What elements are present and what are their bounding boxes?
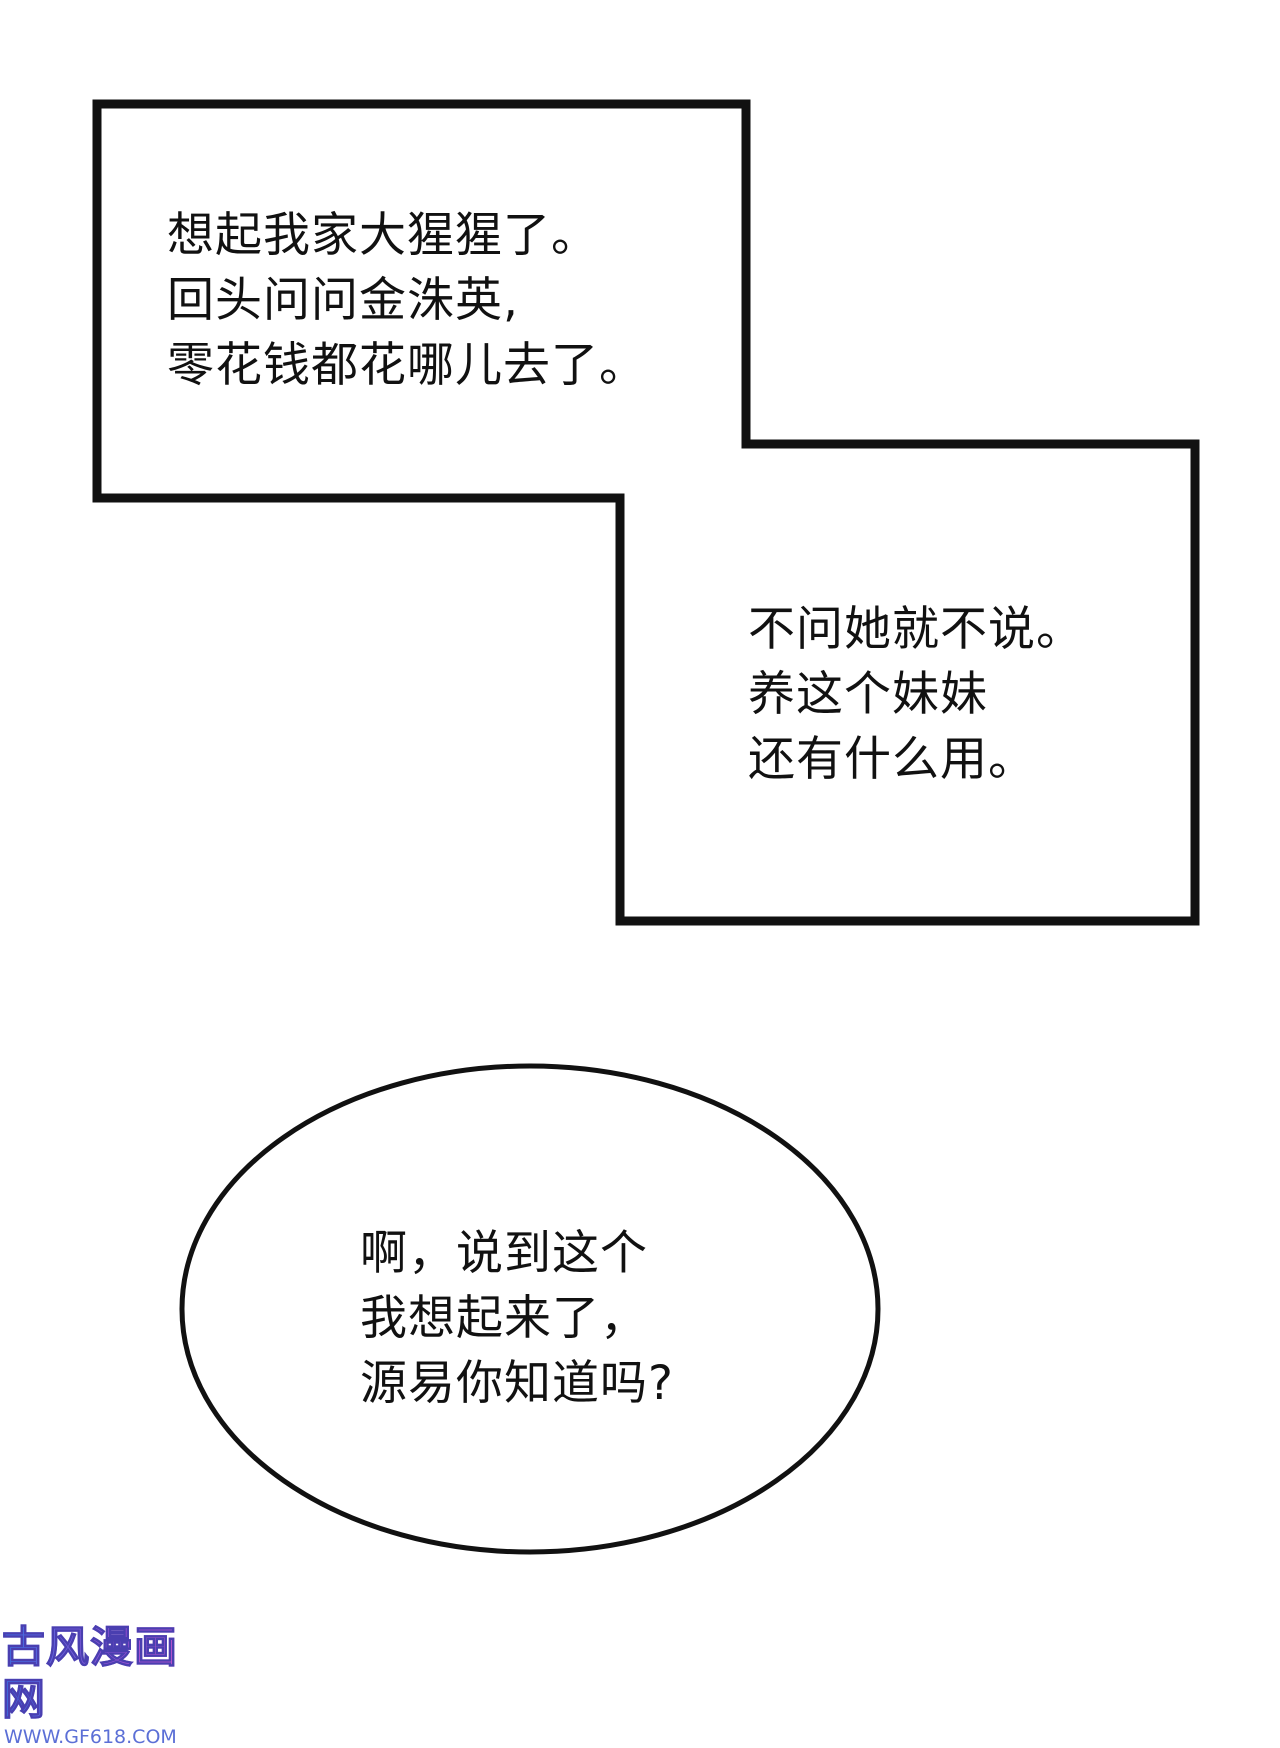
watermark-logo-text: 古风漫画网 — [2, 1622, 217, 1726]
bubble-line: 我想起来了， — [360, 1291, 648, 1346]
comic-panel-art — [92, 99, 1200, 1555]
speech-bubble — [179, 1063, 881, 1555]
caption-line: 回头问问金洙英, — [167, 273, 519, 328]
caption-line: 零花钱都花哪儿去了。 — [167, 338, 647, 393]
speech-bubble-text: 啊，说到这个 我想起来了， 源易你知道吗? — [360, 1221, 674, 1416]
caption-line: 还有什么用。 — [748, 732, 1036, 787]
caption-box-one-text: 想起我家大猩猩了。 回头问问金洙英, 零花钱都花哪儿去了。 — [167, 203, 647, 398]
caption-line: 养这个妹妹 — [748, 667, 988, 722]
bubble-line: 啊，说到这个 — [360, 1226, 648, 1281]
site-watermark: 古风漫画网 WWW.GF618.COM — [2, 1622, 217, 1748]
watermark-url: WWW.GF618.COM — [4, 1726, 177, 1748]
stepped-caption-box — [92, 99, 1200, 926]
caption-line: 不问她就不说。 — [748, 602, 1084, 657]
caption-box-two-text: 不问她就不说。 养这个妹妹 还有什么用。 — [748, 597, 1084, 792]
bubble-line: 源易你知道吗? — [360, 1356, 674, 1411]
caption-line: 想起我家大猩猩了。 — [167, 208, 599, 263]
